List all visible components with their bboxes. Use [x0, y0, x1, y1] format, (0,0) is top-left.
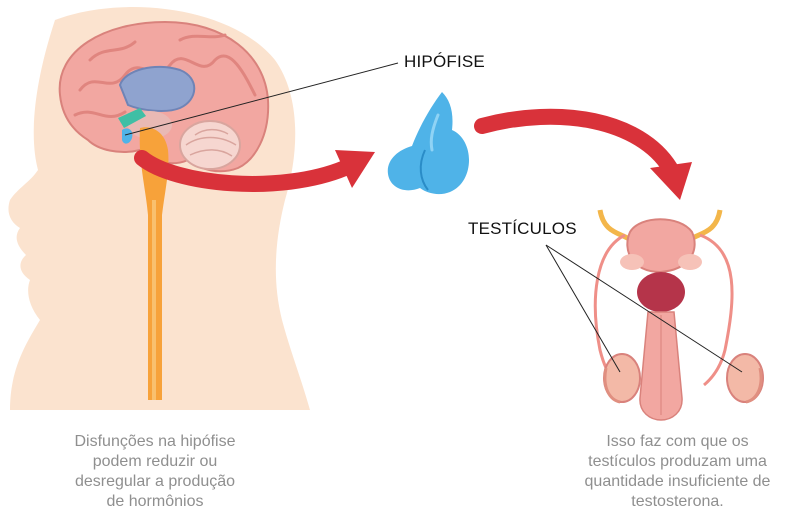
caption-left: Disfunções na hipófise podem reduzir ou … [30, 432, 280, 512]
ventricle [120, 67, 194, 111]
caption-right-line-3: quantidade insuficiente de [546, 472, 809, 492]
arrow-gland-to-testicles-head [650, 162, 692, 200]
caption-right-line-4: testosterona. [546, 492, 809, 512]
caption-left-line-4: de hormônios [30, 492, 280, 512]
reproductive-anatomy [595, 210, 763, 420]
caption-right-line-2: testículos produzam uma [546, 452, 809, 472]
caption-left-line-1: Disfunções na hipófise [30, 432, 280, 452]
caption-right: Isso faz com que os testículos produzam … [546, 432, 809, 512]
testicles-pointer-left [546, 245, 620, 372]
caption-right-line-1: Isso faz com que os [546, 432, 809, 452]
pituitary-gland [388, 92, 469, 194]
cerebellum [180, 121, 240, 169]
pituitary-label: HIPÓFISE [404, 52, 485, 72]
arrow-gland-to-testicles [482, 117, 670, 168]
testicles-label: TESTÍCULOS [468, 219, 577, 239]
caption-left-line-3: desregular a produção [30, 472, 280, 492]
caption-left-line-2: podem reduzir ou [30, 452, 280, 472]
